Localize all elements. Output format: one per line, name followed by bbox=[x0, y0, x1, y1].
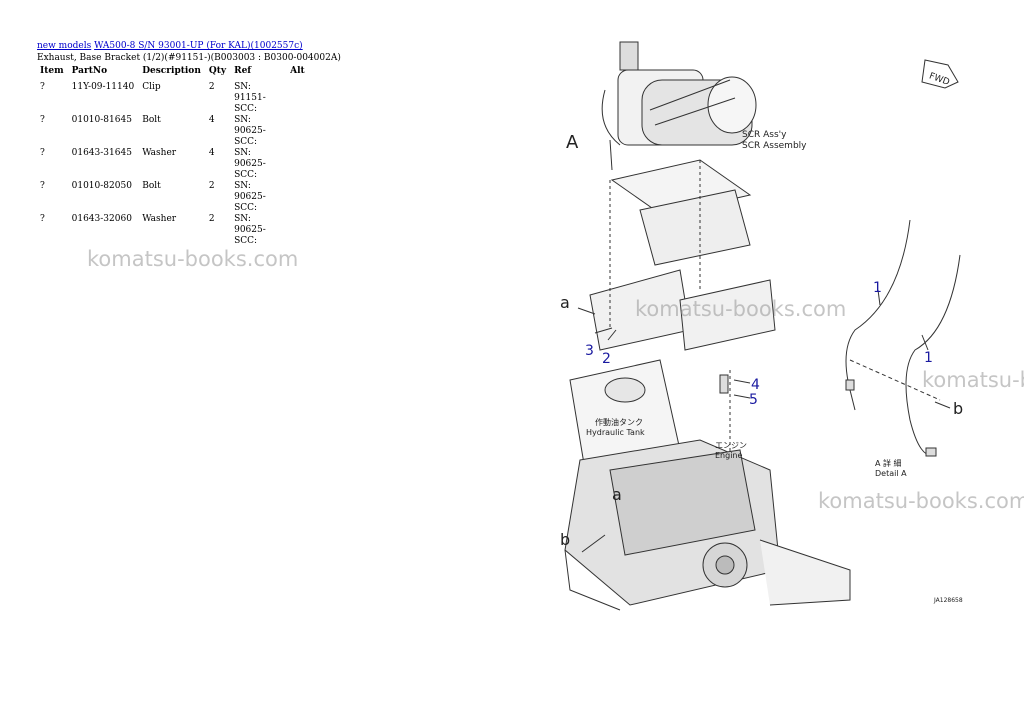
cell-qty: 2 bbox=[208, 181, 215, 191]
cell-ref: SN: 90625-SCC: bbox=[234, 115, 266, 147]
table-row: ? 01010-82050 Bolt 2 SN: 90625-SCC: bbox=[36, 181, 309, 214]
engine-label-en: Engine bbox=[715, 451, 742, 460]
cell-alt bbox=[286, 115, 309, 148]
tank-label-en: Hydraulic Tank bbox=[586, 428, 645, 437]
scr-label-jp: SCR Ass'y bbox=[742, 130, 787, 140]
cell-description: Bolt bbox=[142, 181, 161, 191]
cell-ref: SN: 90625-SCC: bbox=[234, 148, 266, 180]
parts-diagram: FWD SCR Ass'y SCR Assembly A 作動油タンク Hydr… bbox=[560, 41, 963, 611]
cell-alt bbox=[286, 148, 309, 181]
detail-label-jp: A 詳 細 bbox=[875, 458, 902, 468]
col-description: Description bbox=[142, 66, 201, 76]
letter-a-1: a bbox=[560, 293, 570, 312]
cell-partno: 01010-82050 bbox=[71, 181, 132, 191]
cell-item: ? bbox=[40, 82, 45, 92]
cell-qty: 2 bbox=[208, 214, 215, 224]
table-row: ? 11Y-09-11140 Clip 2 SN: 91151-SCC: bbox=[36, 82, 309, 115]
callout-1-lower: 1 bbox=[924, 350, 933, 366]
table-row: ? 01010-81645 Bolt 4 SN: 90625-SCC: bbox=[36, 115, 309, 148]
scr-assembly-drawing bbox=[601, 41, 757, 171]
col-ref: Ref bbox=[234, 66, 252, 76]
callout-2: 2 bbox=[602, 351, 611, 367]
label-a-big: A bbox=[566, 132, 579, 153]
letter-b-2: b bbox=[953, 399, 963, 418]
detail-a-hose-drawing bbox=[845, 219, 961, 457]
col-partno: PartNo bbox=[71, 66, 108, 76]
page-title: Exhaust, Base Bracket (1/2)(#91151-)(B00… bbox=[37, 53, 341, 63]
cell-alt bbox=[286, 82, 309, 115]
letter-b-1: b bbox=[560, 530, 570, 549]
detail-label-en: Detail A bbox=[875, 469, 907, 478]
cell-partno: 11Y-09-11140 bbox=[71, 82, 135, 92]
breadcrumb-link-new-models[interactable]: new models bbox=[37, 41, 92, 51]
tank-label-jp: 作動油タンク bbox=[595, 417, 643, 427]
hydraulic-tank-drawing bbox=[569, 359, 681, 471]
callout-3: 3 bbox=[585, 343, 594, 359]
cell-item: ? bbox=[40, 148, 45, 158]
cell-description: Washer bbox=[142, 214, 177, 224]
figure-number: JA128658 bbox=[933, 597, 963, 604]
watermark-1: komatsu-books.com bbox=[87, 247, 299, 271]
cell-description: Bolt bbox=[142, 115, 161, 125]
cell-partno: 01010-81645 bbox=[71, 115, 132, 125]
cell-qty: 4 bbox=[208, 115, 215, 125]
cell-qty: 2 bbox=[208, 82, 215, 92]
callout-5: 5 bbox=[749, 392, 758, 408]
table-row: ? 01643-31645 Washer 4 SN: 90625-SCC: bbox=[36, 148, 309, 181]
breadcrumb-link-model[interactable]: WA500-8 S/N 93001-UP (For KAL)(1002557c) bbox=[94, 41, 303, 51]
cell-qty: 4 bbox=[208, 148, 215, 158]
cell-description: Washer bbox=[142, 148, 177, 158]
col-qty: Qty bbox=[208, 66, 227, 76]
cell-alt bbox=[286, 214, 309, 247]
breadcrumb: new models WA500-8 S/N 93001-UP (For KAL… bbox=[37, 40, 303, 52]
parts-table: Item PartNo Description Qty Ref Alt ? 11… bbox=[36, 66, 309, 247]
callout-1-upper: 1 bbox=[873, 280, 882, 296]
col-alt: Alt bbox=[290, 66, 305, 76]
engine-label-jp: エンジン bbox=[715, 441, 747, 450]
bracket-frame-drawing bbox=[589, 159, 776, 460]
engine-drawing bbox=[564, 439, 851, 611]
cell-ref: SN: 90625-SCC: bbox=[234, 214, 266, 246]
letter-a-2: a bbox=[612, 485, 622, 504]
cell-item: ? bbox=[40, 181, 45, 191]
table-row: ? 01643-32060 Washer 2 SN: 90625-SCC: bbox=[36, 214, 309, 247]
table-header-row: Item PartNo Description Qty Ref Alt bbox=[36, 66, 309, 82]
cell-item: ? bbox=[40, 115, 45, 125]
col-item: Item bbox=[40, 66, 64, 76]
cell-partno: 01643-32060 bbox=[71, 214, 132, 224]
cell-ref: SN: 91151-SCC: bbox=[234, 82, 266, 114]
callout-4: 4 bbox=[751, 377, 760, 393]
cell-description: Clip bbox=[142, 82, 161, 92]
cell-ref: SN: 90625-SCC: bbox=[234, 181, 266, 213]
scr-label-en: SCR Assembly bbox=[742, 141, 807, 151]
cell-partno: 01643-31645 bbox=[71, 148, 132, 158]
cell-alt bbox=[286, 181, 309, 214]
cell-item: ? bbox=[40, 214, 45, 224]
fwd-arrow-icon bbox=[921, 59, 959, 89]
